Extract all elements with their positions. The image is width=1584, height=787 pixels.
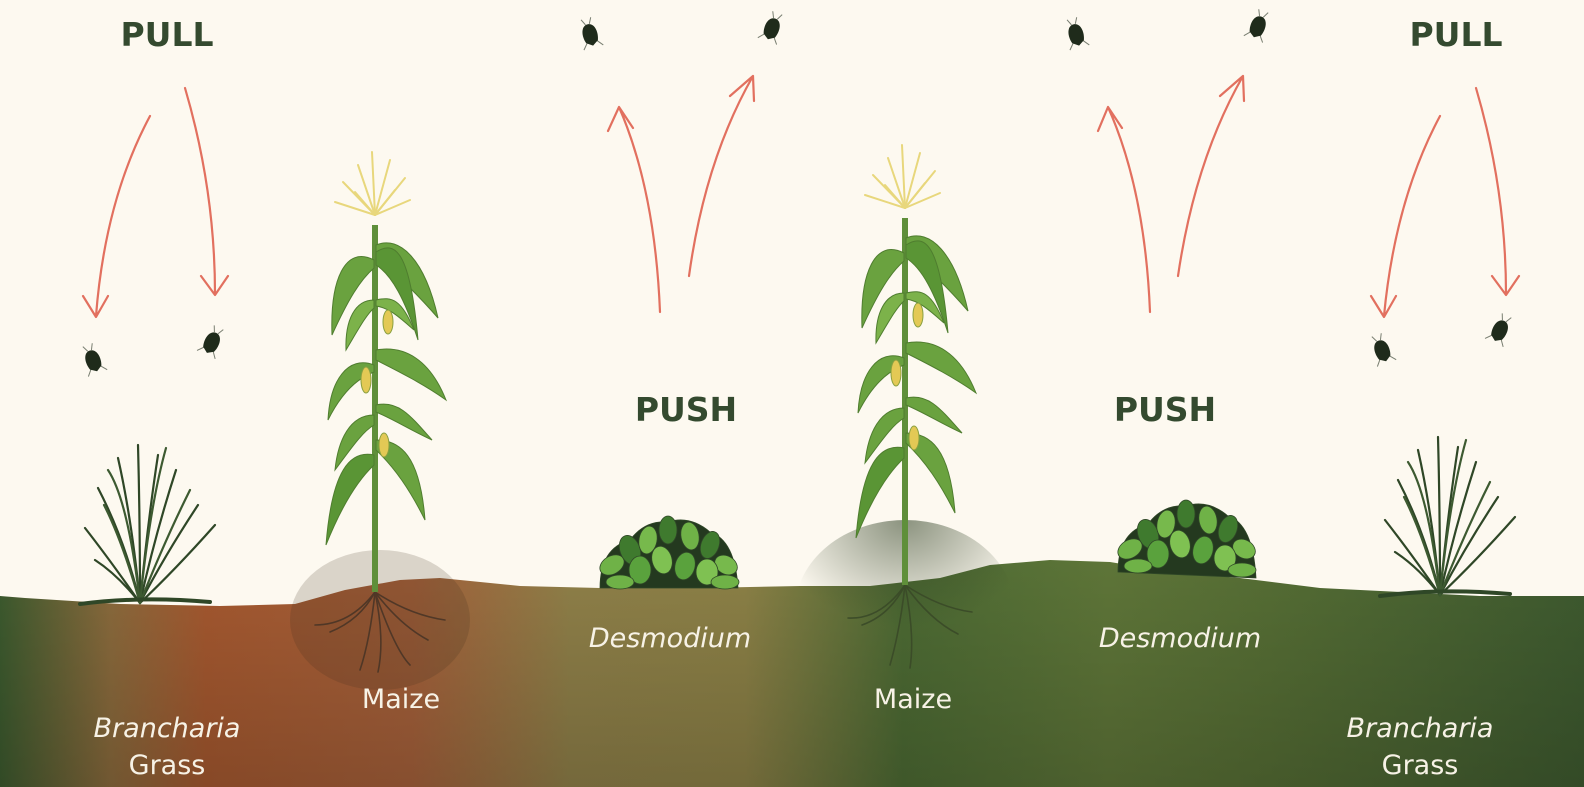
pull-label: PULL <box>1409 15 1502 54</box>
moth-icon <box>78 342 107 377</box>
brancharia-grass-icon <box>80 445 215 604</box>
push-label: PUSH <box>1114 390 1216 429</box>
curved-arrow-icon <box>185 88 228 295</box>
curved-arrow-icon <box>1098 107 1150 312</box>
brancharia-grass-label: Brancharia Grass <box>94 715 241 779</box>
curved-arrow-icon <box>689 76 754 276</box>
push-arrows-right <box>1098 76 1244 312</box>
moth-icon <box>1485 311 1516 347</box>
moth-icon <box>758 10 787 45</box>
curved-arrow-icon <box>608 107 660 312</box>
desmodium-bush-icon <box>1114 500 1259 578</box>
curved-arrow-icon <box>1476 88 1519 295</box>
moth-icon <box>576 16 603 50</box>
curved-arrow-icon <box>83 116 150 317</box>
maize-label: Maize <box>874 686 952 713</box>
curved-arrow-icon <box>1371 116 1440 317</box>
grass-label: Grass <box>1347 752 1494 779</box>
desmodium-label: Desmodium <box>1099 625 1261 652</box>
moth-icon <box>1244 8 1273 43</box>
brancharia-label: Brancharia <box>94 713 241 744</box>
pull-label: PULL <box>120 15 213 54</box>
moth-icon <box>197 323 228 359</box>
desmodium-label: Desmodium <box>589 625 751 652</box>
insects <box>78 8 1516 377</box>
pull-arrows-left <box>83 88 228 317</box>
push-label: PUSH <box>635 390 737 429</box>
maize-label: Maize <box>362 686 440 713</box>
brancharia-label: Brancharia <box>1347 713 1494 744</box>
grass-label: Grass <box>94 752 241 779</box>
push-arrows-left <box>608 76 754 312</box>
moth-icon <box>1367 332 1396 367</box>
curved-arrow-icon <box>1178 76 1244 276</box>
brancharia-grass-icon <box>1380 437 1515 596</box>
pull-arrows-right <box>1371 88 1519 317</box>
moth-icon <box>1062 16 1089 50</box>
brancharia-grass-label: Brancharia Grass <box>1347 715 1494 779</box>
desmodium-bush-icon <box>596 516 741 589</box>
